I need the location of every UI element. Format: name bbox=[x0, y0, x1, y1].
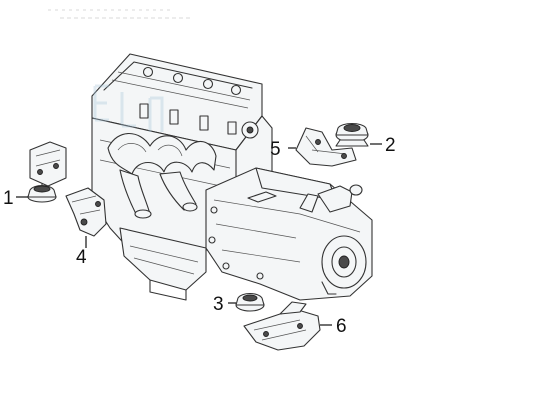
callout-5-label: 5 bbox=[270, 139, 281, 160]
gearbox bbox=[205, 167, 373, 301]
part-4-engine-bracket bbox=[65, 187, 107, 237]
part-3-mount-bushing bbox=[235, 292, 265, 312]
part-1-engine-mount bbox=[27, 179, 57, 203]
faint-header-marks bbox=[48, 9, 190, 19]
callout-6-label: 6 bbox=[336, 316, 347, 337]
callout-3-label: 3 bbox=[213, 294, 224, 315]
callout-1-label: 1 bbox=[3, 188, 14, 209]
upper-left-bracket bbox=[29, 141, 67, 187]
exhaust-manifold bbox=[107, 132, 217, 219]
part-2-mount-bushing bbox=[335, 122, 369, 147]
callout-4-label: 4 bbox=[76, 247, 87, 268]
part-5-gearbox-bracket bbox=[295, 127, 357, 167]
callout-2-label: 2 bbox=[385, 135, 396, 156]
callout-leaders bbox=[16, 143, 382, 326]
watermark-marks bbox=[93, 84, 164, 132]
callout-labels: 1 2 3 4 5 6 bbox=[3, 135, 396, 337]
part-6-gearbox-bracket bbox=[243, 301, 321, 351]
